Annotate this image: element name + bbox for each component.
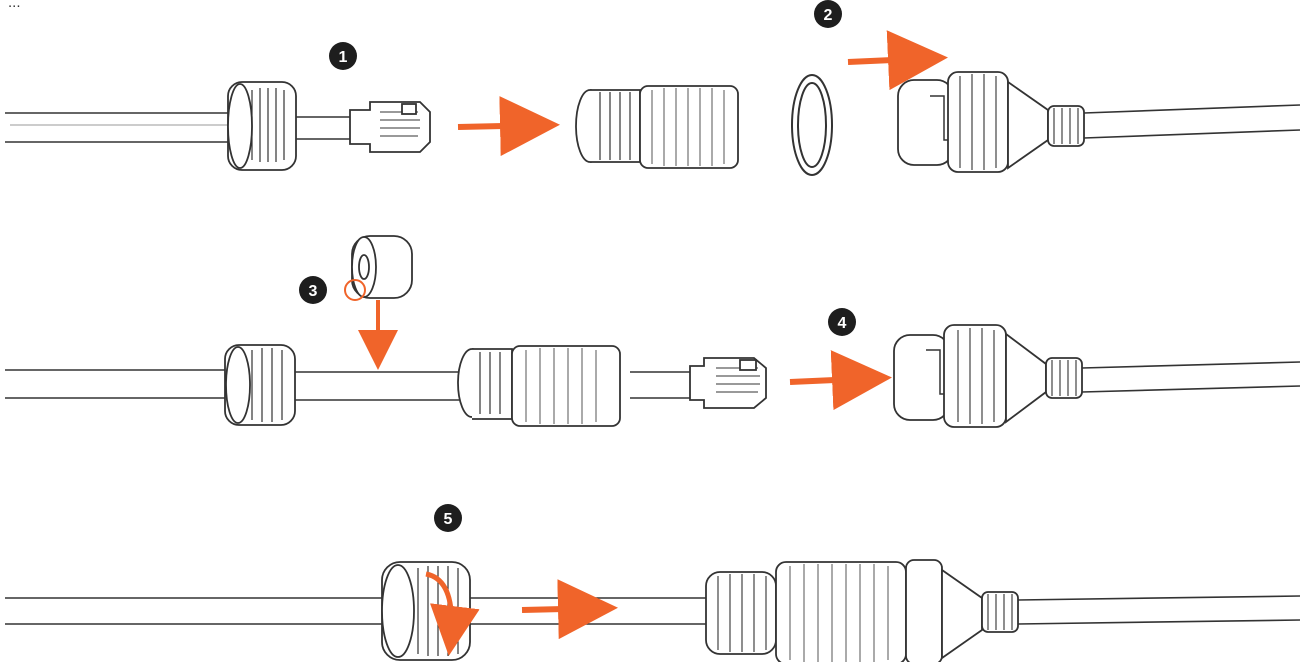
network-cable-left-row1 (5, 112, 350, 143)
svg-text:5: 5 (444, 511, 453, 528)
svg-text:2: 2 (824, 7, 833, 24)
svg-text:4: 4 (838, 315, 847, 332)
network-cable-left-row2 (5, 369, 690, 401)
network-cable-right-row3 (1017, 595, 1301, 625)
arrow-right-upper-row1 (847, 30, 948, 91)
network-cable-right-row1 (1083, 104, 1301, 139)
rj45-plug-row1 (349, 101, 431, 153)
step-badge-2: 2 (814, 0, 842, 28)
caption: ... (8, 0, 21, 11)
row-3 (5, 559, 1301, 662)
assembled-connector (705, 559, 1019, 662)
camera-connector-row2 (893, 324, 1083, 428)
lock-nut-row3 (381, 561, 471, 661)
arrow-right-row2 (789, 350, 892, 411)
step-badge-5: 5 (434, 504, 462, 532)
arrow-right-row3 (521, 579, 618, 640)
step-badge-1: 1 (329, 42, 357, 70)
rj45-plug-row2 (689, 357, 767, 409)
step-badge-3: 3 (299, 276, 327, 304)
arrow-rotate-row3 (425, 571, 480, 656)
lock-nut-row1 (227, 81, 297, 171)
lock-nut-row2 (224, 344, 296, 426)
o-ring (791, 74, 833, 176)
gasket-slit-highlight (344, 279, 366, 301)
svg-text:1: 1 (339, 49, 348, 66)
row-1 (5, 30, 1301, 176)
sealing-body-row2 (457, 345, 621, 427)
rubber-gasket (351, 235, 413, 299)
step-badge-4: 4 (828, 308, 856, 336)
camera-connector-row1 (897, 71, 1085, 173)
arrow-right-row1 (457, 96, 560, 157)
svg-text:3: 3 (309, 283, 318, 300)
row-2 (5, 235, 1301, 428)
network-cable-left-row3 (5, 597, 710, 625)
network-cable-right-row2 (1081, 361, 1301, 393)
sealing-body-row1 (575, 85, 739, 169)
